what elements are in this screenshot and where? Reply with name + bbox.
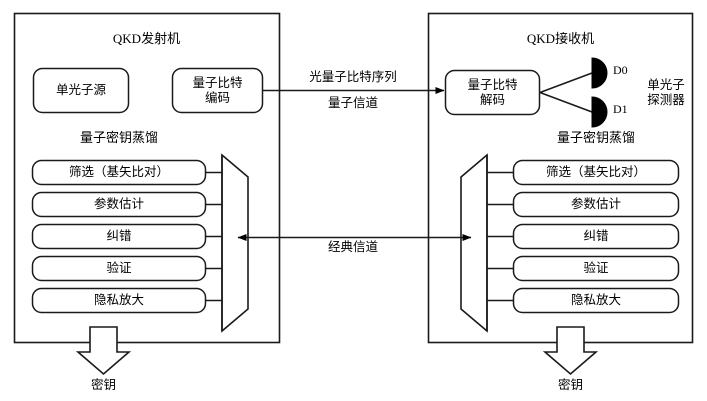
tx-key-output-arrow — [75, 326, 132, 376]
tx-step-box-2 — [31, 223, 207, 250]
rx-bus-trapezoid — [460, 153, 488, 333]
detector-d1-shape — [591, 96, 608, 128]
tx-bus-trapezoid — [221, 153, 249, 333]
tx-step-box-0 — [31, 159, 207, 186]
qubit-decoder-box — [444, 69, 541, 116]
rx-step-box-3 — [512, 255, 680, 282]
decoder-to-detector-d1-line — [539, 91, 593, 113]
rx-step-box-4 — [512, 287, 680, 314]
tx-step-box-4 — [31, 287, 207, 314]
single-photon-source-box — [32, 67, 130, 114]
rx-step-box-0 — [512, 159, 680, 186]
detector-d0-shape — [591, 57, 608, 89]
rx-key-output-arrow — [542, 326, 599, 376]
decoder-to-detector-d0-line — [539, 72, 593, 94]
tx-step-box-3 — [31, 255, 207, 282]
qubit-encoder-box — [171, 67, 264, 114]
rx-step-box-1 — [512, 191, 680, 218]
tx-step-box-1 — [31, 191, 207, 218]
rx-step-box-2 — [512, 223, 680, 250]
